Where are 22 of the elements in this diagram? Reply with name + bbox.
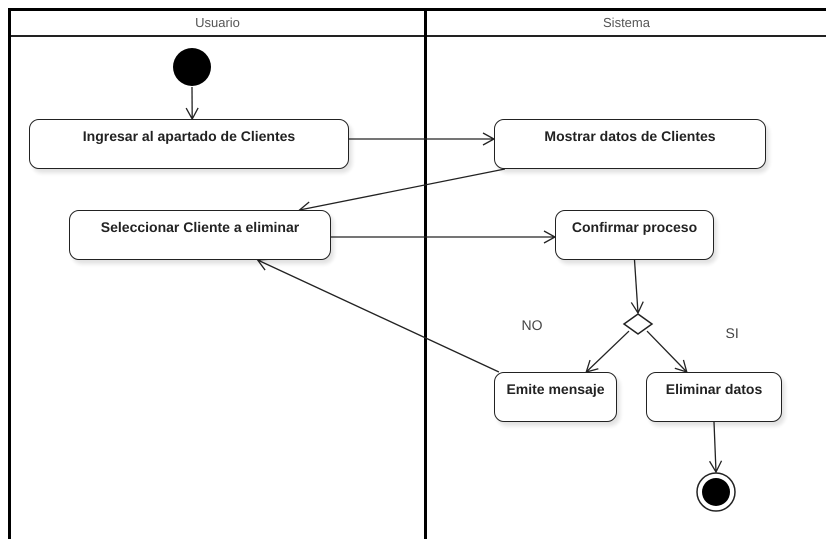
activity-box: Mostrar datos de Clientes bbox=[494, 119, 766, 169]
activity-box: Seleccionar Cliente a eliminar bbox=[69, 210, 331, 260]
arrow bbox=[586, 330, 630, 373]
arrow bbox=[646, 330, 688, 373]
edge-label: NO bbox=[520, 317, 544, 333]
activity-box: Confirmar proceso bbox=[555, 210, 714, 260]
arrow bbox=[708, 422, 722, 473]
swimlane bbox=[8, 8, 424, 539]
arrow bbox=[331, 230, 556, 244]
arrow bbox=[185, 87, 199, 120]
swimlane bbox=[424, 8, 826, 539]
arrow bbox=[630, 260, 644, 314]
arrow bbox=[257, 258, 500, 373]
activity-box: Eliminar datos bbox=[646, 372, 782, 422]
start-node bbox=[172, 47, 212, 87]
activity-box: Emite mensaje bbox=[494, 372, 617, 422]
end-node bbox=[696, 472, 736, 512]
decision-diamond bbox=[623, 313, 653, 335]
arrow bbox=[349, 132, 495, 146]
lane-title: Sistema bbox=[427, 11, 826, 37]
activity-box: Ingresar al apartado de Clientes bbox=[29, 119, 349, 169]
lane-title: Usuario bbox=[11, 11, 424, 37]
